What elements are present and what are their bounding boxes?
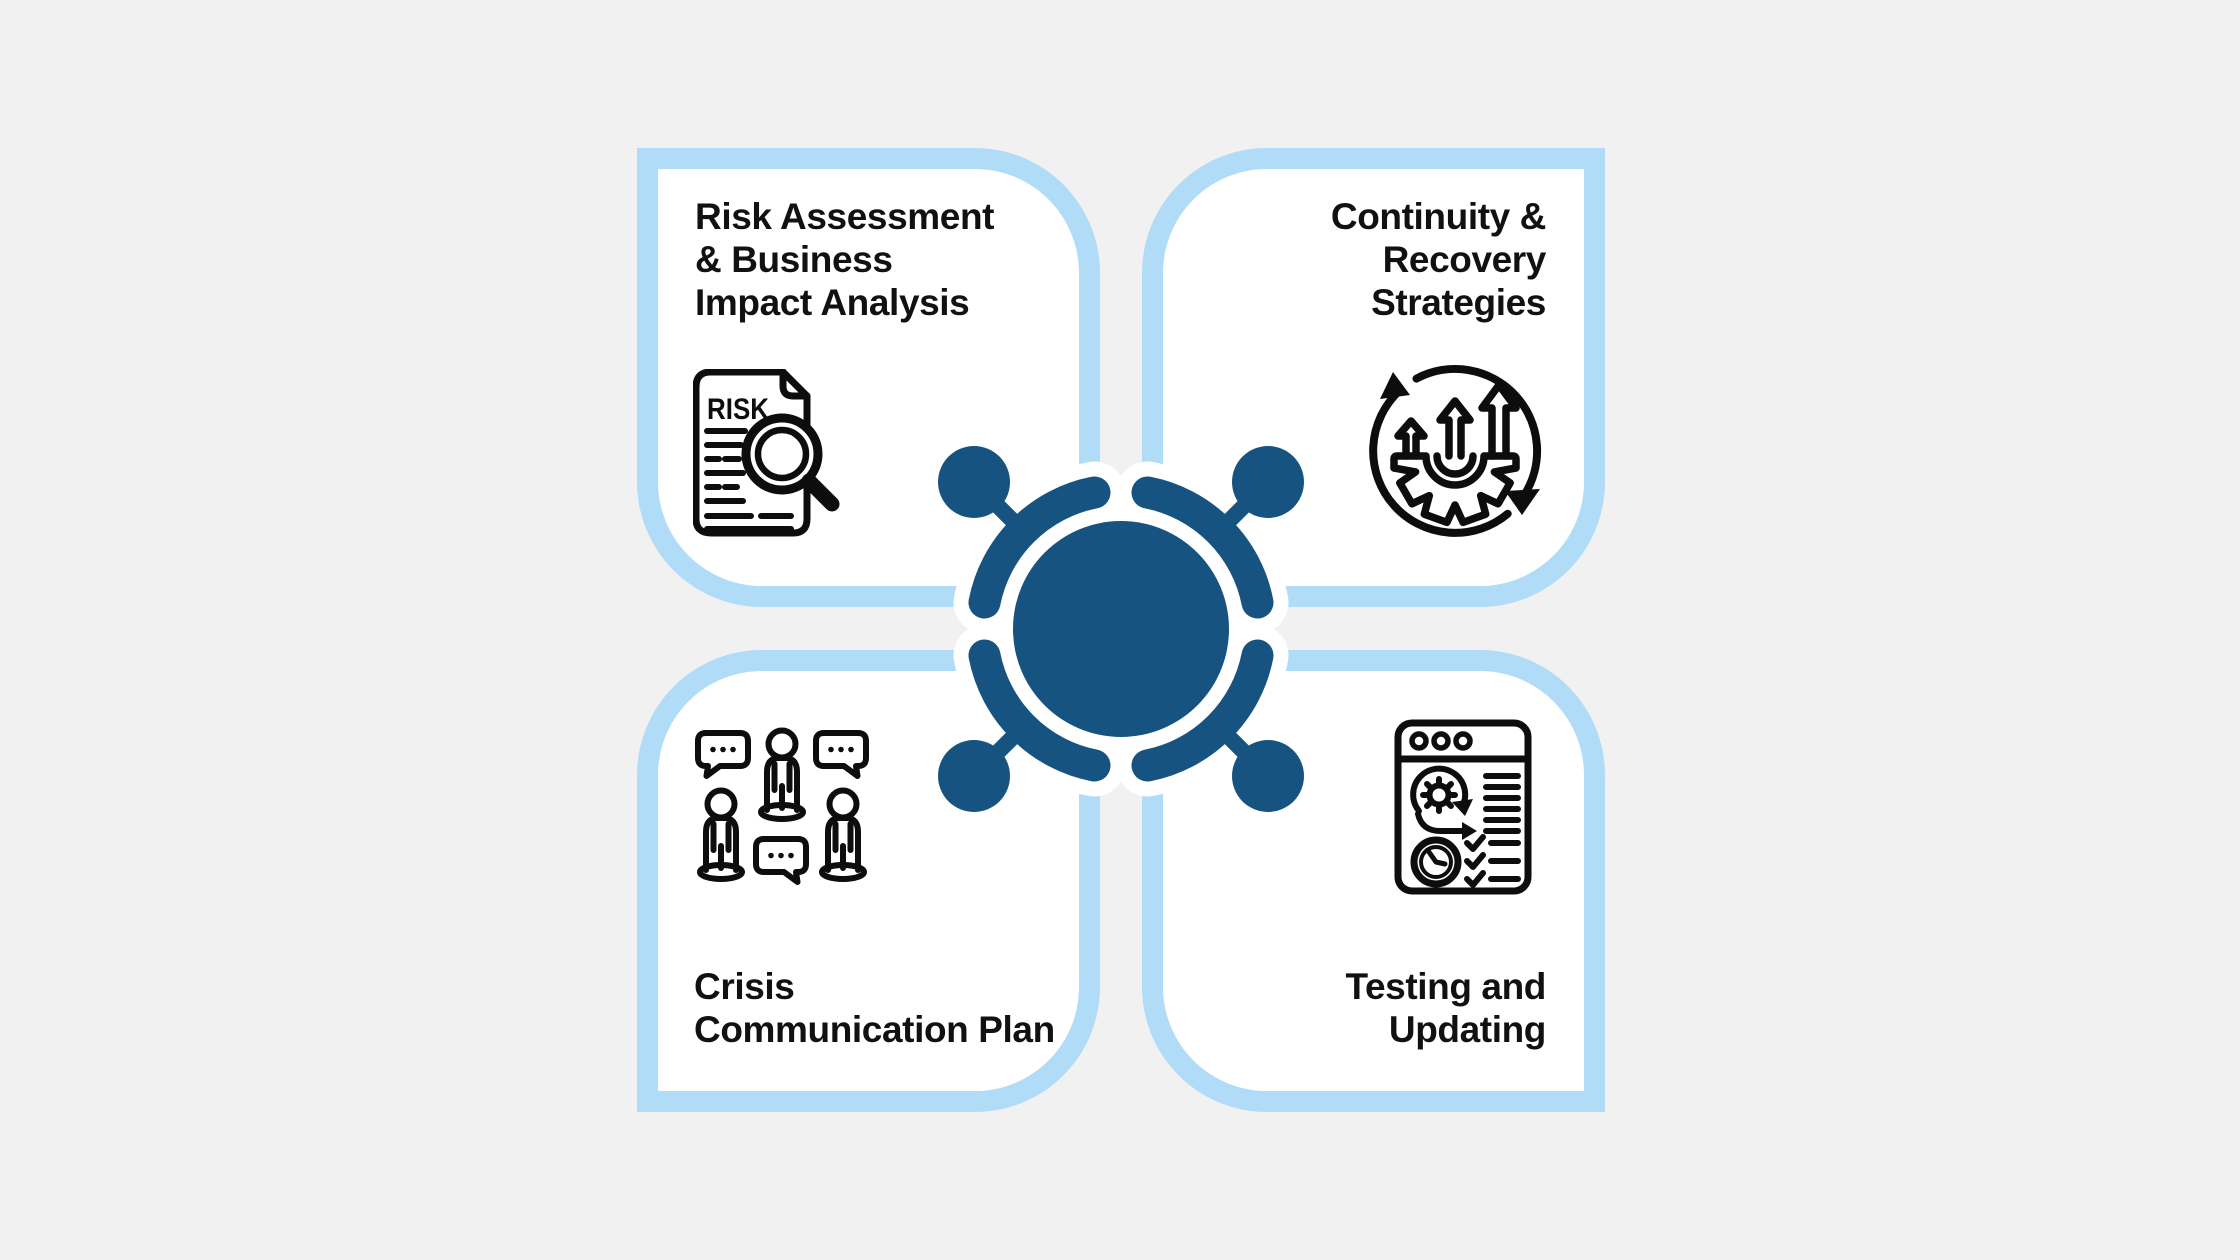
hub-core-circle bbox=[1013, 521, 1229, 737]
card-title-line: & Business bbox=[695, 239, 893, 280]
card-title-crisis-communication: Crisis Communication Plan bbox=[694, 965, 1055, 1051]
card-title-line: Testing and bbox=[1345, 966, 1547, 1007]
checklist-window-icon bbox=[1394, 719, 1532, 895]
card-title-line: Communication Plan bbox=[694, 1009, 1055, 1050]
card-risk-assessment: Risk Assessment & Business Impact Analys… bbox=[637, 148, 1100, 607]
hub-node-circle bbox=[1232, 740, 1304, 812]
card-title-testing-updating: Testing and Updating bbox=[1345, 965, 1547, 1051]
hub-node-circle bbox=[938, 740, 1010, 812]
card-title-line: Crisis bbox=[694, 966, 795, 1007]
hub-node-circle bbox=[1232, 446, 1304, 518]
card-title-line: Risk Assessment bbox=[695, 196, 995, 237]
hub-node-circle bbox=[938, 446, 1010, 518]
card-continuity-recovery: Continuity & Recovery Strategies bbox=[1142, 148, 1605, 607]
card-title-line: Recovery bbox=[1382, 239, 1547, 280]
card-title-line: Impact Analysis bbox=[695, 282, 970, 323]
card-title-risk-assessment: Risk Assessment & Business Impact Analys… bbox=[695, 195, 994, 324]
card-title-line: Updating bbox=[1388, 1009, 1547, 1050]
card-title-line: Continuity & bbox=[1330, 196, 1547, 237]
card-title-continuity-recovery: Continuity & Recovery Strategies bbox=[1330, 195, 1547, 324]
risk-document-magnifier-icon: RISK bbox=[693, 369, 840, 537]
central-hub-connector bbox=[918, 426, 1324, 832]
people-speech-bubbles-icon bbox=[695, 727, 869, 885]
card-title-line: Strategies bbox=[1371, 282, 1546, 323]
risk-icon-label: RISK bbox=[707, 393, 769, 426]
growth-gear-cycle-icon bbox=[1369, 365, 1542, 537]
